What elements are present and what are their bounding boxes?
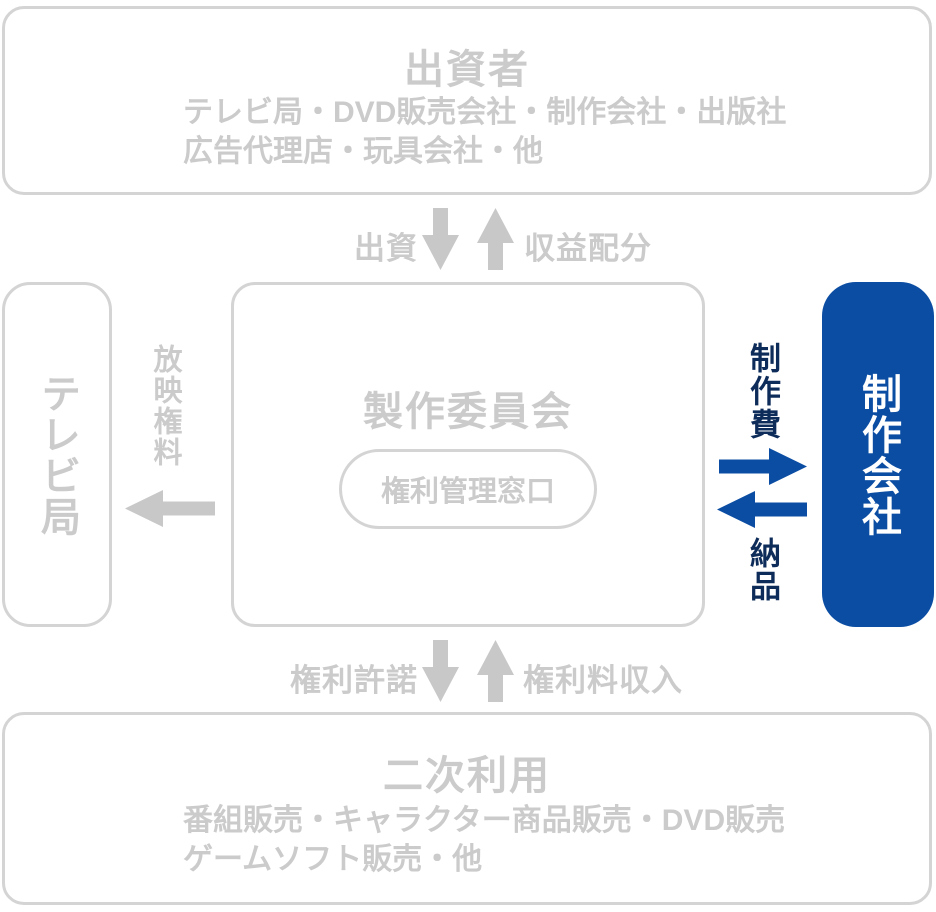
delivery-label: 納品 bbox=[745, 537, 780, 603]
broadcast-fee-arrow-left-icon bbox=[125, 490, 215, 527]
rights-desk-pill: 権利管理窓口 bbox=[339, 449, 597, 529]
rights-income-arrow-up-icon bbox=[477, 640, 514, 702]
secondary-use-items: 番組販売・キャラクター商品販売・DVD販売 ゲームソフト販売・他 bbox=[183, 801, 785, 879]
rights-license-arrow-down-icon bbox=[422, 640, 459, 702]
investors-members: テレビ局・DVD販売会社・制作会社・出版社 広告代理店・玩具会社・他 bbox=[183, 93, 786, 171]
invest-arrow-down-icon bbox=[422, 208, 459, 270]
production-cost-label: 制作費 bbox=[745, 342, 780, 441]
production-company-title: 制作会社 bbox=[856, 372, 900, 537]
investors-members-line2: 広告代理店・玩具会社・他 bbox=[183, 135, 543, 168]
investors-box: 出資者 テレビ局・DVD販売会社・制作会社・出版社 広告代理店・玩具会社・他 bbox=[2, 6, 932, 195]
production-company-box: 制作会社 bbox=[822, 282, 934, 627]
profit-share-label: 収益配分 bbox=[524, 231, 652, 266]
investors-title: 出資者 bbox=[404, 48, 530, 92]
committee-title: 製作委員会 bbox=[363, 390, 573, 434]
secondary-use-items-line1: 番組販売・キャラクター商品販売・DVD販売 bbox=[183, 804, 786, 837]
committee-box: 製作委員会 権利管理窓口 bbox=[231, 282, 705, 627]
production-cost-arrow-right-icon bbox=[719, 448, 807, 485]
rights-license-label: 権利許諾 bbox=[290, 663, 418, 698]
secondary-use-items-line2: ゲームソフト販売・他 bbox=[183, 843, 483, 876]
invest-label: 出資 bbox=[354, 231, 418, 266]
broadcast-fee-label: 放映権料 bbox=[149, 344, 181, 468]
secondary-use-title: 二次利用 bbox=[383, 754, 551, 798]
rights-desk-label: 権利管理窓口 bbox=[380, 476, 555, 508]
secondary-use-box: 二次利用 番組販売・キャラクター商品販売・DVD販売 ゲームソフト販売・他 bbox=[2, 712, 932, 905]
profit-share-arrow-up-icon bbox=[477, 208, 514, 270]
tv-station-title: テレビ局 bbox=[35, 372, 79, 537]
delivery-arrow-left-icon bbox=[717, 491, 807, 528]
investors-members-line1: テレビ局・DVD販売会社・制作会社・出版社 bbox=[183, 96, 787, 129]
rights-income-label: 権利料収入 bbox=[523, 663, 683, 698]
tv-station-box: テレビ局 bbox=[2, 282, 112, 627]
